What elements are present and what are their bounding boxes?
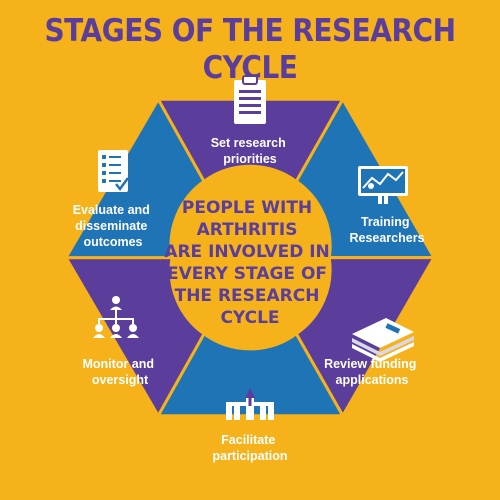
stage-label-facilitate-participation: Facilitate participation	[212, 433, 287, 463]
presentation-board-icon	[358, 166, 408, 204]
stage-label-training-researchers: Training Researchers	[349, 215, 424, 245]
checklist-icon	[98, 150, 130, 192]
center-line-2: ARTHRITIS	[197, 220, 298, 240]
stage-label-evaluate-disseminate: Evaluate and disseminate outcomes	[73, 203, 154, 249]
center-line-3: ARE INVOLVED IN	[164, 242, 329, 262]
center-line-1: PEOPLE WITH	[182, 198, 312, 218]
center-text: PEOPLE WITH ARTHRITIS ARE INVOLVED IN EV…	[164, 198, 335, 328]
org-chart-icon	[93, 296, 139, 338]
stage-label-monitor-oversight: Monitor and oversight	[83, 357, 158, 387]
segment-evaluate-disseminate	[64, 97, 206, 260]
page-title: STAGES OF THE RESEARCH CYCLE	[44, 12, 456, 86]
center-line-6: CYCLE	[220, 308, 279, 328]
center-line-4: EVERY STAGE OF	[167, 264, 327, 284]
documents-stack-icon	[352, 318, 414, 362]
center-line-5: THE RESEARCH	[175, 286, 320, 306]
stage-label-review-funding: Review funding applications	[324, 357, 420, 387]
center-circle	[172, 179, 328, 335]
clipboard-icon	[234, 75, 266, 124]
stage-label-set-research-priorities: Set research priorities	[211, 136, 290, 166]
people-growth-icon	[226, 388, 274, 420]
